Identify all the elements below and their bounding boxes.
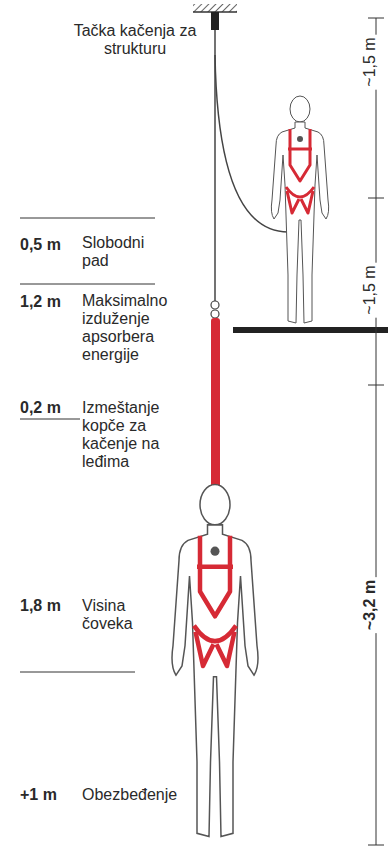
measurement-value: +1 m [20, 786, 57, 804]
measurement-label: Maksimalno izduženje apsorbera energije [82, 292, 200, 364]
dimension-label: ~1,5 m [361, 262, 379, 317]
measurement-value: 1,8 m [20, 597, 61, 615]
measurement-label: Izmeštanje kopče za kačenje na leđima [82, 399, 194, 471]
measurement-label: Visina čoveka [82, 597, 142, 633]
dimension-label: ~1,5 m [361, 34, 379, 89]
measurement-value: 0,5 m [20, 236, 61, 254]
measurement-value: 1,2 m [20, 293, 61, 311]
anchor-point-label: Tačka kačenja za strukturu [62, 22, 208, 58]
dimension-label: ~3,2 m [361, 577, 379, 633]
measurement-label: Obezbeđenje [82, 786, 177, 804]
measurement-label: Slobodni pad [82, 234, 162, 270]
measurement-value: 0,2 m [20, 399, 61, 417]
